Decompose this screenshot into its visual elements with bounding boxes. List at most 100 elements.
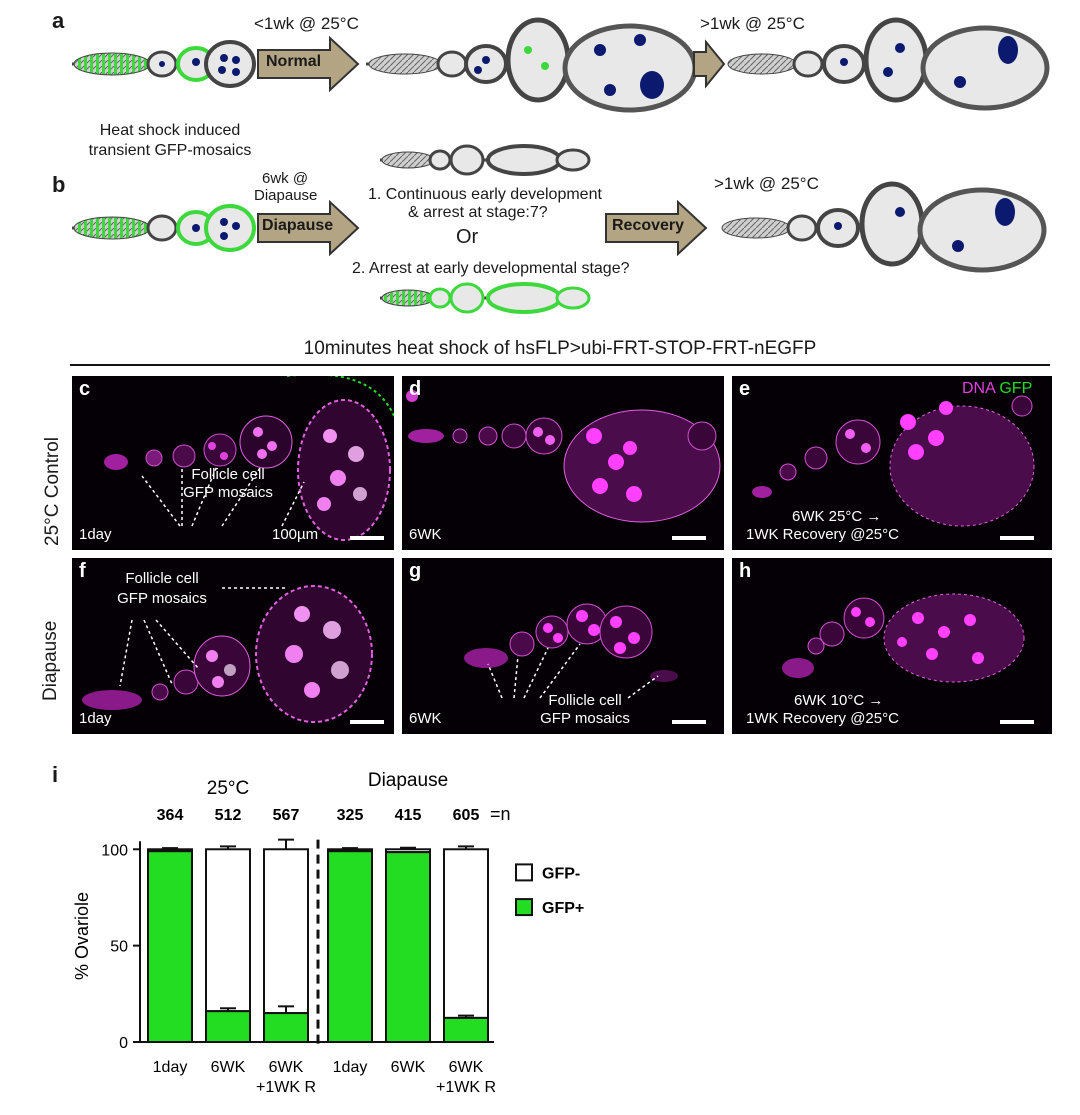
panel-label-g: g	[409, 560, 422, 582]
panel-label-e: e	[739, 378, 751, 400]
legend-gfp-text: GFP	[999, 380, 1033, 397]
row-label-diapause: Diapause	[40, 620, 61, 701]
legend-swatch-gfp-plus	[515, 898, 533, 917]
legend-dna-text: DNA	[962, 380, 995, 397]
heat-shock-line-1: Heat shock induced	[99, 122, 241, 139]
x-tick-label: 1day	[333, 1059, 368, 1076]
arrow-recovery-label: Recovery	[612, 217, 685, 234]
n-value: 364	[157, 807, 184, 824]
b-condition-2: >1wk @ 25°C	[714, 174, 819, 193]
arrow-diapause-label: Diapause	[262, 217, 334, 234]
row-label-control: 25°C Control	[42, 437, 63, 546]
d-scale-bar	[672, 536, 706, 540]
b-option-1-line-1: 1. Continuous early development	[368, 186, 602, 203]
bar-gfp-minus	[205, 848, 251, 1013]
bar-gfp-minus	[263, 848, 309, 1015]
panel-label-d: d	[409, 378, 422, 400]
y-tick-label: 0	[119, 1035, 128, 1052]
panel-label-f: f	[79, 560, 86, 582]
h-note-line-1: 6WK 10°C →	[794, 692, 884, 709]
h-note-line-2: 1WK Recovery @25°C	[746, 710, 899, 727]
micrograph-g: g Follicle cell GFP mosaics 6WK	[402, 558, 724, 734]
x-tick-label: 6WK	[391, 1059, 426, 1076]
n-value: 512	[215, 807, 242, 824]
c-annotation-line-2: GFP mosaics	[183, 484, 273, 501]
h-scale-bar	[1000, 720, 1034, 724]
micrograph-h: h 6WK 10°C → 1WK Recovery @25°C	[732, 558, 1052, 734]
f-time-label: 1day	[79, 710, 112, 727]
c-time-label: 1day	[79, 526, 112, 543]
bar-gfp-plus	[205, 1010, 251, 1043]
micrograph-d: d 6WK	[402, 376, 724, 550]
x-tick-label: 6WK	[211, 1059, 246, 1076]
x-tick-label: 1day	[153, 1059, 188, 1076]
x-tick-label: 6WK	[269, 1059, 304, 1076]
legend-label-gfp-minus: GFP-	[542, 865, 580, 882]
micrograph-f: f Follicle cell GFP mosaics 1day	[72, 558, 394, 734]
ovariole-a1	[72, 40, 256, 88]
heat-shock-line-2: transient GFP-mosaics	[88, 142, 252, 159]
c-scale-bar	[350, 536, 384, 540]
schematic-diagram	[72, 17, 1050, 314]
n-value: 415	[395, 807, 422, 824]
y-tick-label: 100	[101, 842, 128, 859]
stacked-bar-chart: 0 50 100 % Ovariole 364 1day 512 6WK 567 6WK +1WK …	[72, 770, 584, 1096]
legend-swatch-gfp-minus	[515, 863, 533, 882]
panel-label-c: c	[79, 378, 91, 400]
n-value: 567	[273, 807, 300, 824]
ovariole-a3	[727, 17, 1050, 111]
g-scale-bar	[672, 720, 706, 724]
ovariole-a2	[366, 17, 698, 113]
y-axis-label: % Ovariole	[72, 892, 92, 980]
e-note-line-1: 6WK 25°C →	[792, 508, 882, 525]
n-value: 605	[453, 807, 480, 824]
ovariole-b1	[72, 204, 256, 252]
group-label-diapause: Diapause	[368, 770, 448, 791]
panel-label-h: h	[739, 560, 752, 582]
group-label-25c: 25°C	[207, 778, 249, 799]
micrograph-c: c Follicle cell GFP mosaics 1day 100µm	[72, 376, 394, 550]
ovariole-b3	[721, 181, 1047, 273]
c-annotation-line-1: Follicle cell	[191, 466, 265, 483]
bar-gfp-minus	[443, 848, 489, 1019]
g-annotation-line-1: Follicle cell	[548, 692, 622, 709]
f-scale-bar	[350, 720, 384, 724]
g-annotation-line-2: GFP mosaics	[540, 710, 630, 727]
arrow-normal	[257, 35, 360, 93]
g-time-label: 6WK	[409, 710, 442, 727]
y-tick-label: 50	[110, 939, 128, 956]
b-condition-line-1: 6wk @	[262, 170, 309, 187]
micrograph-e: e DNA GFP 6WK 25°C → 1WK Recovery @25°C	[732, 376, 1052, 550]
b-option-2: 2. Arrest at early developmental stage?	[352, 260, 630, 277]
bar-gfp-plus	[327, 850, 373, 1043]
arrow-diapause	[257, 199, 360, 257]
c-scale-label: 100µm	[272, 526, 319, 543]
ovariole-b-top	[380, 144, 591, 176]
f-annotation-line-2: GFP mosaics	[117, 590, 207, 607]
legend-dna: DNA GFP	[962, 380, 1032, 398]
legend-label-gfp-plus: GFP+	[542, 900, 584, 917]
x-tick-label-line-2: +1WK R	[256, 1079, 316, 1096]
x-tick-label: 6WK	[449, 1059, 484, 1076]
b-or: Or	[456, 226, 479, 248]
arrow-normal-label: Normal	[266, 53, 322, 70]
ovariole-b-bottom	[380, 282, 591, 314]
bar-gfp-plus	[263, 1012, 309, 1044]
bar-gfp-plus	[147, 850, 193, 1043]
panel-label-b: b	[52, 172, 66, 197]
n-suffix: =n	[490, 804, 511, 824]
e-note-line-2: 1WK Recovery @25°C	[746, 526, 899, 543]
b-condition-line-2: Diapause	[254, 187, 318, 204]
d-time-label: 6WK	[409, 526, 442, 543]
arrow-recovery	[605, 199, 708, 257]
panel-label-i: i	[52, 762, 59, 787]
e-scale-bar	[1000, 536, 1034, 540]
micrograph-header: 10minutes heat shock of hsFLP>ubi-FRT-ST…	[303, 338, 817, 359]
arrow-small-a	[693, 39, 726, 89]
n-value: 325	[337, 807, 364, 824]
b-option-1-line-2: & arrest at stage:7?	[408, 204, 548, 221]
header-rule	[70, 364, 1050, 366]
panel-label-a: a	[52, 8, 65, 33]
a-condition-2: >1wk @ 25°C	[700, 14, 805, 33]
bar-gfp-plus	[385, 851, 431, 1043]
